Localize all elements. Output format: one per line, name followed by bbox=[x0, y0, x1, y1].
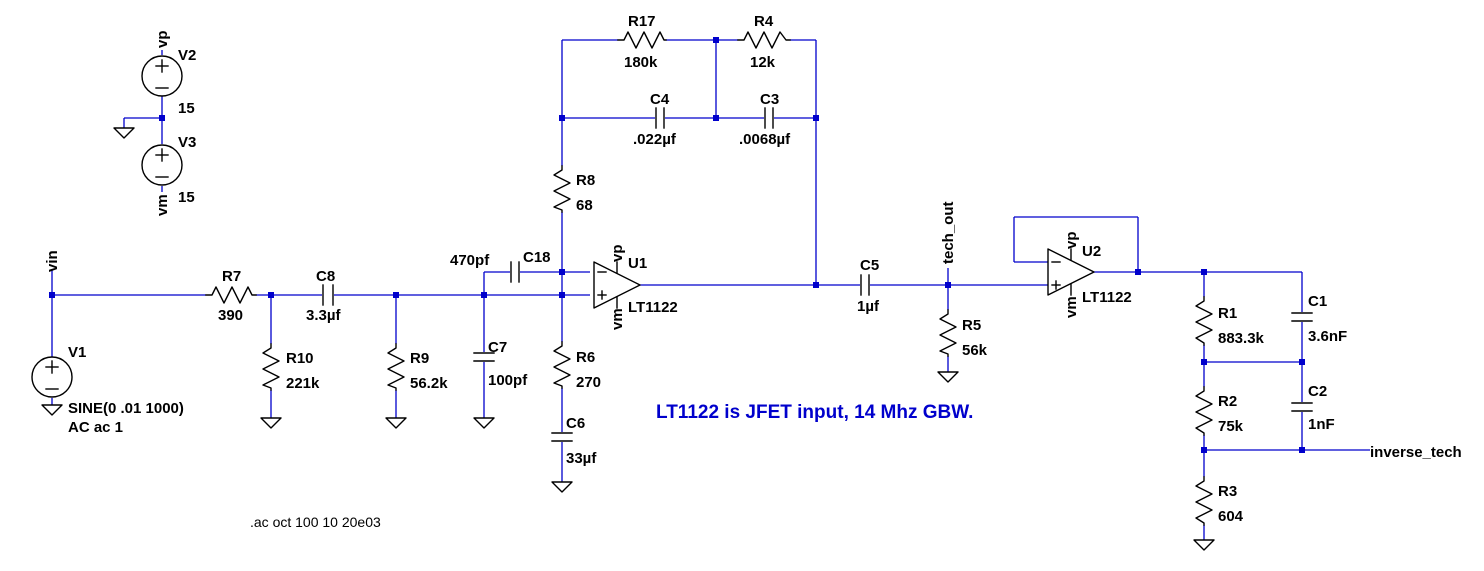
component-labels: vp V2 15 V3 15 vm vin V1 SINE(0 .01 1000… bbox=[44, 13, 1462, 525]
v3-label: V3 bbox=[178, 134, 196, 151]
r7-value: 390 bbox=[218, 307, 243, 324]
c2-label: C2 bbox=[1308, 383, 1327, 400]
v1-label: V1 bbox=[68, 344, 86, 361]
r6-label: R6 bbox=[576, 349, 595, 366]
r1-label: R1 bbox=[1218, 305, 1237, 322]
u1-vm-label: vm bbox=[609, 308, 626, 330]
resistor-r3[interactable] bbox=[1195, 476, 1213, 526]
ground-icon bbox=[41, 127, 1215, 551]
capacitor-c3[interactable] bbox=[764, 107, 774, 129]
v1-ac-spec: AC ac 1 bbox=[68, 419, 123, 436]
voltage-source-v3[interactable] bbox=[141, 144, 183, 186]
u1-label: U1 bbox=[628, 255, 647, 272]
v2-vp-label: vp bbox=[154, 30, 171, 48]
r2-label: R2 bbox=[1218, 393, 1237, 410]
resistor-r2[interactable] bbox=[1195, 386, 1213, 436]
capacitor-c18[interactable] bbox=[510, 261, 520, 283]
c4-label: C4 bbox=[650, 91, 670, 108]
r17-label: R17 bbox=[628, 13, 656, 30]
opamp-u2[interactable] bbox=[1047, 248, 1095, 296]
r10-value: 221k bbox=[286, 375, 320, 392]
c6-label: C6 bbox=[566, 415, 585, 432]
spice-directive[interactable]: .ac oct 100 10 20e03 bbox=[250, 514, 381, 530]
capacitor-c7[interactable] bbox=[473, 352, 495, 362]
c4-value: .022µf bbox=[633, 131, 677, 148]
r9-label: R9 bbox=[410, 350, 429, 367]
v2-label: V2 bbox=[178, 47, 196, 64]
capacitor-c1[interactable] bbox=[1291, 312, 1313, 322]
r10-label: R10 bbox=[286, 350, 314, 367]
junctions bbox=[49, 37, 1305, 453]
resistor-r17[interactable] bbox=[617, 31, 667, 49]
c7-label: C7 bbox=[488, 339, 507, 356]
r3-value: 604 bbox=[1218, 508, 1244, 525]
u2-vp-label: vp bbox=[1063, 231, 1080, 249]
c18-value: 470pf bbox=[450, 252, 490, 269]
r17-value: 180k bbox=[624, 54, 658, 71]
resistor-r8[interactable] bbox=[553, 165, 571, 213]
resistor-r10[interactable] bbox=[262, 343, 280, 391]
capacitor-c5[interactable] bbox=[860, 274, 870, 296]
u1-vp-label: vp bbox=[609, 244, 626, 262]
c2-value: 1nF bbox=[1308, 416, 1335, 433]
r7-label: R7 bbox=[222, 268, 241, 285]
capacitor-c4[interactable] bbox=[655, 107, 665, 129]
r6-value: 270 bbox=[576, 374, 601, 391]
u2-part: LT1122 bbox=[1082, 289, 1132, 306]
resistor-r9[interactable] bbox=[387, 343, 405, 391]
u2-vm-label: vm bbox=[1063, 296, 1080, 318]
u1-part: LT1122 bbox=[628, 299, 678, 316]
r9-value: 56.2k bbox=[410, 375, 448, 392]
resistor-r6[interactable] bbox=[553, 341, 571, 389]
c3-value: .0068µf bbox=[739, 131, 791, 148]
c8-label: C8 bbox=[316, 268, 335, 285]
c6-value: 33µf bbox=[566, 450, 597, 467]
tech-out-net-label: tech_out bbox=[940, 201, 957, 264]
v3-value: 15 bbox=[178, 189, 195, 206]
resistor-r5[interactable] bbox=[939, 309, 957, 357]
r8-label: R8 bbox=[576, 172, 595, 189]
resistor-r7[interactable] bbox=[205, 286, 257, 304]
c5-value: 1µf bbox=[857, 298, 880, 315]
resistor-r1[interactable] bbox=[1195, 296, 1213, 346]
v1-source-spec: SINE(0 .01 1000) bbox=[68, 400, 184, 417]
voltage-source-v2[interactable] bbox=[141, 55, 183, 97]
wires bbox=[51, 39, 1370, 540]
c18-label: C18 bbox=[523, 249, 551, 266]
capacitor-c8[interactable] bbox=[322, 284, 334, 306]
resistor-r4[interactable] bbox=[737, 31, 791, 49]
r5-value: 56k bbox=[962, 342, 988, 359]
c7-value: 100pf bbox=[488, 372, 528, 389]
opamp-u1[interactable] bbox=[593, 261, 641, 309]
c5-label: C5 bbox=[860, 257, 879, 274]
r2-value: 75k bbox=[1218, 418, 1244, 435]
c3-label: C3 bbox=[760, 91, 779, 108]
vin-net-label: vin bbox=[44, 250, 61, 272]
capacitor-c6[interactable] bbox=[551, 432, 573, 442]
v2-value: 15 bbox=[178, 100, 195, 117]
r4-value: 12k bbox=[750, 54, 776, 71]
v3-vm-label: vm bbox=[154, 194, 171, 216]
r3-label: R3 bbox=[1218, 483, 1237, 500]
c1-label: C1 bbox=[1308, 293, 1327, 310]
r5-label: R5 bbox=[962, 317, 981, 334]
c1-value: 3.6nF bbox=[1308, 328, 1347, 345]
r1-value: 883.3k bbox=[1218, 330, 1265, 347]
r8-value: 68 bbox=[576, 197, 593, 214]
capacitor-c2[interactable] bbox=[1291, 402, 1313, 412]
opamp-note: LT1122 is JFET input, 14 Mhz GBW. bbox=[656, 402, 973, 423]
u2-label: U2 bbox=[1082, 243, 1101, 260]
inverse-tech-net-label: inverse_tech bbox=[1370, 444, 1462, 461]
voltage-source-v1[interactable] bbox=[31, 356, 73, 398]
r4-label: R4 bbox=[754, 13, 774, 30]
c8-value: 3.3µf bbox=[306, 307, 341, 324]
